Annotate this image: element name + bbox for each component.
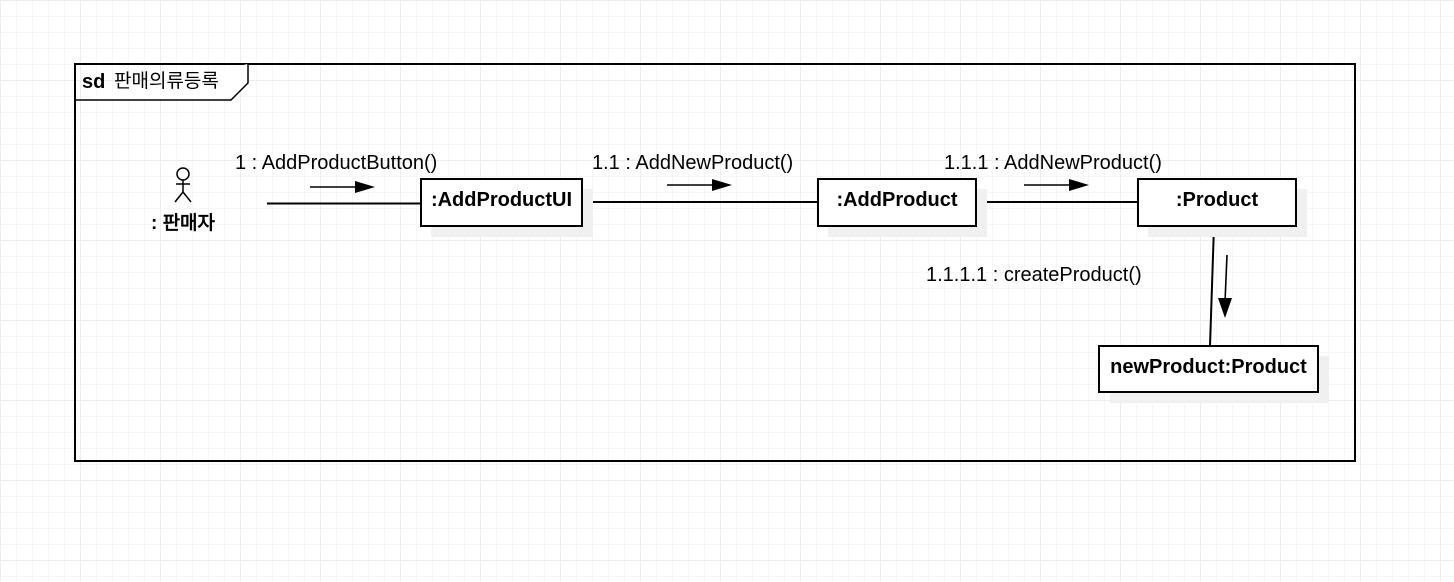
object-label: :AddProductUI (431, 189, 572, 211)
message-1-1-1: 1.1.1 : AddNewProduct() (944, 152, 1162, 191)
object-product[interactable]: :Product (1137, 178, 1307, 237)
frame-border (74, 63, 1356, 462)
actor-seller[interactable]: : 판매자 (151, 167, 216, 234)
object-label: :AddProduct (836, 189, 957, 211)
object-new-product[interactable]: newProduct:Product (1098, 345, 1329, 403)
object-add-product[interactable]: :AddProduct (817, 178, 987, 237)
message-label: 1.1 : AddNewProduct() (592, 152, 793, 174)
frame-title: 판매의류등록 (114, 70, 219, 92)
message-arrow-head (712, 179, 732, 191)
message-arrow-head (1218, 298, 1232, 318)
object-box (1098, 345, 1319, 393)
sd-frame: sd 판매의류등록 (74, 63, 1356, 462)
message-arrow-shaft (1224, 254, 1228, 303)
message-1-1-1-1: 1.1.1.1 : createProduct() (926, 254, 1232, 318)
message-1-1: 1.1 : AddNewProduct() (592, 152, 793, 191)
message-label: 1.1.1.1 : createProduct() (926, 264, 1142, 286)
actor-head (176, 167, 190, 181)
object-box (817, 178, 977, 227)
actor-right-leg (182, 191, 192, 203)
object-label: :Product (1176, 189, 1259, 211)
message-1: 1 : AddProductButton() (235, 152, 437, 193)
message-label: 1.1.1 : AddNewProduct() (944, 152, 1162, 174)
object-box (420, 178, 583, 227)
object-add-product-ui[interactable]: :AddProductUI (420, 178, 593, 237)
message-arrow-head (355, 181, 375, 193)
message-label: 1 : AddProductButton() (235, 152, 437, 174)
frame-title-tab (75, 64, 249, 101)
actor-label: : 판매자 (151, 212, 216, 234)
object-label: newProduct:Product (1110, 356, 1307, 378)
message-arrow-head (1069, 179, 1089, 191)
object-box (1137, 178, 1297, 227)
frame-keyword: sd (82, 71, 105, 93)
actor-left-leg (174, 191, 184, 203)
link-product-newproduct (1209, 225, 1215, 347)
